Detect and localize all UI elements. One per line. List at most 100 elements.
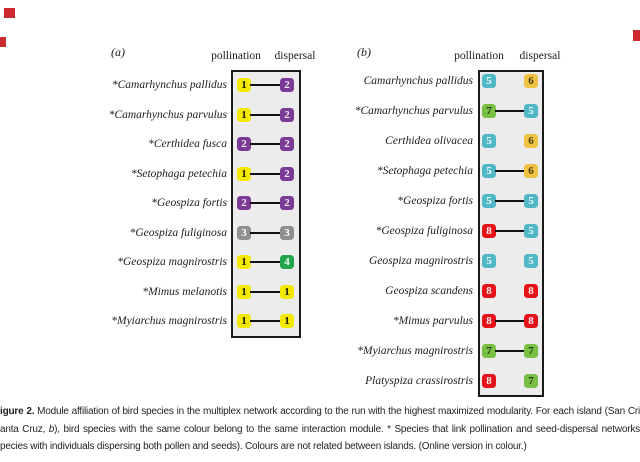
dispersal-module-node: 2 — [280, 137, 294, 151]
pollination-module-node: 5 — [482, 74, 496, 88]
species-row: *Geospiza fortis 2 2 — [0, 196, 640, 210]
connector-line — [495, 350, 525, 352]
pollination-module-node: 1 — [237, 255, 251, 269]
species-row: *Geospiza fuliginosa 8 5 — [0, 224, 640, 238]
connector-line — [250, 202, 281, 204]
species-row: Geospiza magnirostris 5 5 — [0, 254, 640, 268]
dispersal-column-header: dispersal — [519, 50, 561, 62]
dispersal-module-node: 6 — [524, 134, 538, 148]
species-row: *Camarhynchus parvulus 7 5 — [0, 104, 640, 118]
species-label: *Geospiza fuliginosa — [375, 225, 473, 237]
connector-line — [250, 232, 281, 234]
species-label: *Geospiza fortis — [397, 195, 473, 207]
pollination-module-node: 1 — [237, 108, 251, 122]
species-row: *Mimus melanotis 1 1 — [0, 285, 640, 299]
connector-line — [250, 320, 281, 322]
dispersal-module-node: 7 — [524, 374, 538, 388]
species-label: *Camarhynchus parvulus — [108, 109, 227, 121]
pollination-module-node: 8 — [482, 314, 496, 328]
species-row: *Geospiza fuliginosa 3 3 — [0, 226, 640, 240]
connector-line — [495, 320, 525, 322]
species-label: *Geospiza fuliginosa — [129, 227, 227, 239]
species-row: *Myiarchus magnirostris 1 1 — [0, 314, 640, 328]
species-label: *Certhidea fusca — [148, 138, 227, 150]
species-label: Certhidea olivacea — [385, 135, 473, 147]
species-row: *Setophaga petechia 5 6 — [0, 164, 640, 178]
pollination-module-node: 2 — [237, 137, 251, 151]
pollination-module-node: 2 — [237, 196, 251, 210]
species-row: *Setophaga petechia 1 2 — [0, 167, 640, 181]
species-row: *Mimus parvulus 8 8 — [0, 314, 640, 328]
dispersal-module-node: 3 — [280, 226, 294, 240]
species-label: Platyspiza crassirostris — [365, 375, 473, 387]
pollination-module-node: 7 — [482, 344, 496, 358]
dispersal-module-node: 5 — [524, 194, 538, 208]
species-row: Geospiza scandens 8 8 — [0, 284, 640, 298]
dispersal-module-node: 8 — [524, 314, 538, 328]
pollination-module-node: 8 — [482, 374, 496, 388]
dispersal-module-node: 1 — [280, 314, 294, 328]
panel-a-label: (a) — [111, 45, 125, 59]
connector-line — [250, 173, 281, 175]
caption-line-1: igure 2. Module affiliation of bird spec… — [0, 406, 640, 417]
connector-line — [250, 143, 281, 145]
dispersal-module-node: 5 — [524, 254, 538, 268]
connector-line — [495, 230, 525, 232]
pollination-module-node: 8 — [482, 224, 496, 238]
species-label: Geospiza magnirostris — [368, 255, 473, 267]
species-label: Camarhynchus pallidus — [363, 75, 473, 87]
species-label: Geospiza scandens — [385, 285, 473, 297]
dispersal-module-node: 1 — [280, 285, 294, 299]
species-row: *Geospiza magnirostris 1 4 — [0, 255, 640, 269]
species-label: *Camarhynchus parvulus — [354, 105, 473, 117]
connector-line — [495, 200, 525, 202]
species-row: *Geospiza fortis 5 5 — [0, 194, 640, 208]
species-label: *Geospiza magnirostris — [117, 256, 227, 268]
connector-line — [250, 114, 281, 116]
species-row: Camarhynchus pallidus 5 6 — [0, 74, 640, 88]
species-label: *Myiarchus magnirostris — [111, 315, 227, 327]
species-row: *Camarhynchus pallidus 1 2 — [0, 78, 640, 92]
species-label: *Myiarchus magnirostris — [357, 345, 473, 357]
species-row: *Myiarchus magnirostris 7 7 — [0, 344, 640, 358]
dispersal-module-node: 2 — [280, 108, 294, 122]
pollination-module-node: 3 — [237, 226, 251, 240]
dispersal-module-node: 5 — [524, 224, 538, 238]
species-row: *Camarhynchus parvulus 1 2 — [0, 108, 640, 122]
dispersal-module-node: 6 — [524, 74, 538, 88]
species-row: Platyspiza crassirostris 8 7 — [0, 374, 640, 388]
pollination-module-node: 5 — [482, 194, 496, 208]
dispersal-module-node: 7 — [524, 344, 538, 358]
dispersal-column-header: dispersal — [274, 50, 316, 62]
species-label: *Setophaga petechia — [376, 165, 473, 177]
caption-line-3: pecies with individuals dispersing both … — [0, 441, 527, 452]
connector-line — [495, 110, 525, 112]
figure-caption: igure 2. Module affiliation of bird spec… — [0, 403, 640, 456]
connector-line — [250, 84, 281, 86]
species-row: *Certhidea fusca 2 2 — [0, 137, 640, 151]
caption-figure-number: igure 2. — [0, 406, 35, 417]
species-label: *Mimus melanotis — [142, 286, 227, 298]
pollination-module-node: 8 — [482, 284, 496, 298]
dispersal-module-node: 2 — [280, 78, 294, 92]
dispersal-module-node: 8 — [524, 284, 538, 298]
connector-line — [250, 261, 281, 263]
pollination-module-node: 5 — [482, 164, 496, 178]
pollination-module-node: 1 — [237, 167, 251, 181]
pollination-module-node: 1 — [237, 285, 251, 299]
dispersal-module-node: 2 — [280, 196, 294, 210]
dispersal-module-node: 2 — [280, 167, 294, 181]
pollination-module-node: 5 — [482, 134, 496, 148]
species-row: Certhidea olivacea 5 6 — [0, 134, 640, 148]
species-label: *Geospiza fortis — [151, 197, 227, 209]
red-edge-artifact — [4, 8, 15, 18]
dispersal-module-node: 5 — [524, 104, 538, 118]
pollination-module-node: 5 — [482, 254, 496, 268]
connector-line — [495, 170, 525, 172]
red-edge-artifact — [633, 30, 640, 41]
connector-line — [250, 291, 281, 293]
species-label: *Camarhynchus pallidus — [111, 79, 227, 91]
pollination-module-node: 7 — [482, 104, 496, 118]
pollination-column-header: pollination — [211, 50, 261, 62]
dispersal-module-node: 6 — [524, 164, 538, 178]
